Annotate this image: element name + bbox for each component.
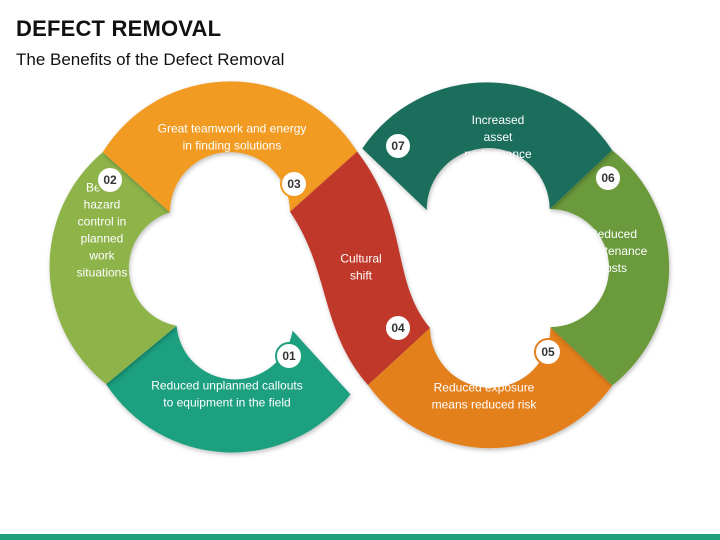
segment-label-line: means reduced risk — [432, 398, 538, 412]
segment-label-line: situations — [77, 266, 128, 280]
footer-accent-bar — [0, 534, 720, 540]
segment-label-line: shift — [350, 269, 373, 283]
badge-02: 02 — [96, 166, 124, 194]
segment-02 — [49, 152, 177, 385]
segment-label-line: costs — [599, 261, 627, 275]
page-subtitle: The Benefits of the Defect Removal — [16, 50, 285, 69]
segment-07 — [362, 82, 613, 210]
segment-label-line: performance — [464, 147, 532, 161]
segment-label-line: to equipment in the field — [163, 396, 290, 410]
segment-label-line: asset — [484, 130, 513, 144]
badge-03-number: 03 — [287, 177, 301, 191]
segment-01-label: Reduced unplanned callouts to equipment i… — [151, 379, 302, 410]
segment-06-label: Reduced maintenance costs — [579, 227, 648, 275]
segment-03-label: Great teamwork and energy in finding solu… — [158, 122, 307, 153]
badge-01-number: 01 — [282, 349, 296, 363]
segment-label-line: in finding solutions — [183, 139, 282, 153]
badge-04: 04 — [384, 314, 412, 342]
segment-05-label: Reduced exposure means reduced risk — [432, 381, 538, 412]
segment-label-line: Cultural — [340, 252, 381, 266]
segment-label-line: Reduced exposure — [434, 381, 535, 395]
page-title: DEFECT REMOVAL — [16, 16, 222, 41]
segment-label-line: hazard — [84, 198, 121, 212]
badge-02-number: 02 — [103, 173, 117, 187]
badge-03: 03 — [280, 170, 308, 198]
segment-label-line: control in — [78, 215, 127, 229]
segment-label-line: Reduced unplanned callouts — [151, 379, 302, 393]
segment-label-line: work — [88, 249, 115, 263]
segment-06 — [549, 150, 670, 386]
badge-04-number: 04 — [391, 321, 405, 335]
segment-label-line: planned — [81, 232, 124, 246]
segment-label-line: maintenance — [579, 244, 648, 258]
badge-01: 01 — [275, 342, 303, 370]
segment-07-label: Increased asset performance — [464, 113, 532, 161]
segment-04-label: Cultural shift — [340, 252, 381, 283]
segment-label-line: Great teamwork and energy — [158, 122, 307, 136]
badge-05: 05 — [534, 338, 562, 366]
segment-label-line: Increased — [472, 113, 525, 127]
badge-07-number: 07 — [391, 139, 405, 153]
badge-06: 06 — [594, 164, 622, 192]
badge-07: 07 — [384, 132, 412, 160]
badge-06-number: 06 — [601, 171, 615, 185]
segment-label-line: Reduced — [589, 227, 637, 241]
badge-05-number: 05 — [541, 345, 555, 359]
